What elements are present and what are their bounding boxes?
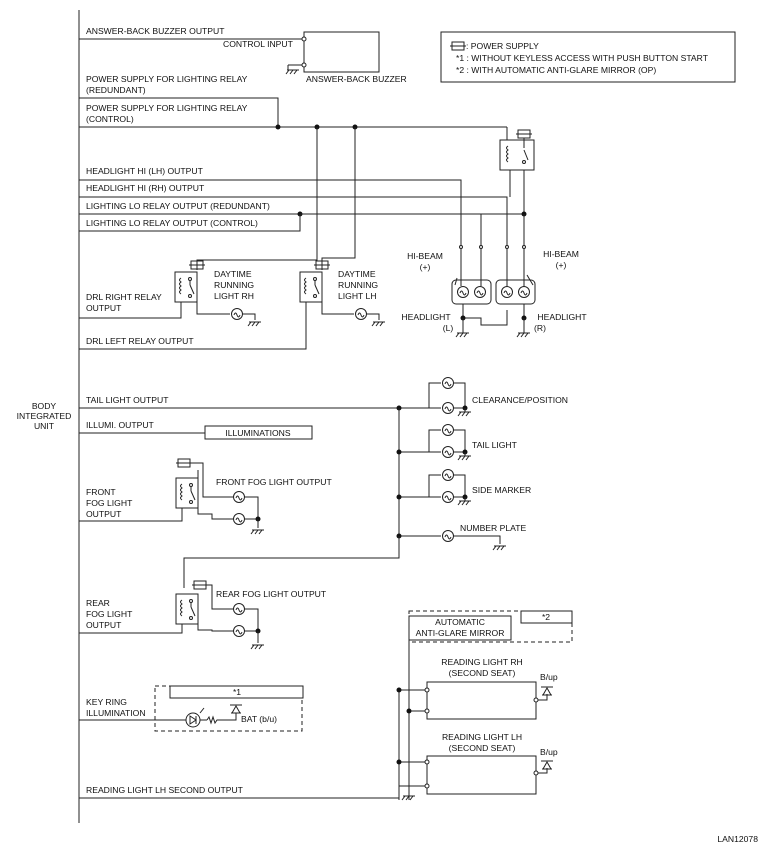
tail-lamps: [428, 424, 472, 461]
legend-note-2: *2 : WITH AUTOMATIC ANTI-GLARE MIRROR (O…: [456, 65, 656, 75]
hi-beam-left-label: HI-BEAM: [407, 251, 443, 261]
headlight-left-label: HEADLIGHT: [401, 312, 451, 322]
drl-lh-label-1: DAYTIME: [338, 269, 376, 279]
number-plate-lamp: [442, 530, 454, 542]
answer-back-buzzer-label: ANSWER-BACK BUZZER: [306, 74, 407, 84]
mirror-label-2: ANTI-GLARE MIRROR: [416, 628, 505, 638]
mirror-label-1: AUTOMATIC: [435, 617, 485, 627]
headlight-relay: [499, 139, 535, 171]
front-fog-label-2: FOG LIGHT: [86, 498, 133, 508]
reading-lh-output-label: READING LIGHT LH SECOND OUTPUT: [86, 785, 244, 795]
reading-lh-label-1: READING LIGHT LH: [442, 732, 522, 742]
tail-output-label: TAIL LIGHT OUTPUT: [86, 395, 169, 405]
drl-right-output-label-1: DRL RIGHT RELAY: [86, 292, 162, 302]
pwr-redundant-label-1: POWER SUPPLY FOR LIGHTING RELAY: [86, 74, 248, 84]
headlight-left-side: (L): [443, 323, 454, 333]
legend-note-1: *1 : WITHOUT KEYLESS ACCESS WITH PUSH BU…: [456, 53, 709, 63]
unit-label-1: BODY: [32, 401, 57, 411]
key-ring-label-1: KEY RING: [86, 697, 127, 707]
rear-fog-lamp: [233, 625, 245, 637]
hi-beam-left-plus: (+): [420, 262, 431, 272]
hi-beam-right-label: HI-BEAM: [543, 249, 579, 259]
rear-fog-label-2: FOG LIGHT: [86, 609, 133, 619]
key-ring-note: *1: [233, 687, 241, 697]
drl-left-output-label: DRL LEFT RELAY OUTPUT: [86, 336, 194, 346]
figure-id: LAN12078: [717, 834, 758, 844]
reading-light-lh-box: [426, 755, 537, 795]
resistor-icon: [206, 715, 223, 725]
hi-rh-output-label: HEADLIGHT HI (RH) OUTPUT: [86, 183, 205, 193]
headlight-right: [495, 279, 536, 305]
headlight-right-side: (R): [534, 323, 546, 333]
battery-icon: [229, 704, 243, 714]
answer-back-buzzer-box: [303, 31, 380, 73]
front-fog-relay: [175, 477, 199, 509]
drl-right-output-label-2: OUTPUT: [86, 303, 122, 313]
hi-beam-right-plus: (+): [556, 260, 567, 270]
answer-back-output-label: ANSWER-BACK BUZZER OUTPUT: [86, 26, 225, 36]
reading-lh-label-2: (SECOND SEAT): [449, 743, 516, 753]
front-fog-label-3: OUTPUT: [86, 509, 122, 519]
rear-fog-relay: [175, 593, 199, 625]
bup-icon: [540, 686, 554, 696]
tail-light-label: TAIL LIGHT: [472, 440, 518, 450]
clearance-label: CLEARANCE/POSITION: [472, 395, 568, 405]
side-marker-label: SIDE MARKER: [472, 485, 531, 495]
drl-rh-label-1: DAYTIME: [214, 269, 252, 279]
front-fog-lamp: [233, 513, 245, 525]
front-fog-label-1: FRONT: [86, 487, 116, 497]
reading-rh-label-2: (SECOND SEAT): [449, 668, 516, 678]
rear-fog-label-1: REAR: [86, 598, 110, 608]
number-plate-label: NUMBER PLATE: [460, 523, 526, 533]
mirror-box: [408, 615, 512, 641]
control-input-label: CONTROL INPUT: [223, 39, 294, 49]
drl-left-relay: [299, 271, 323, 303]
illumi-output-label: ILLUMI. OUTPUT: [86, 420, 155, 430]
drl-right-relay: [174, 271, 198, 303]
drl-lh-lamp: [355, 308, 367, 320]
reading-rh-bup: B/up: [540, 672, 558, 682]
front-fog-output-label: FRONT FOG LIGHT OUTPUT: [216, 477, 332, 487]
ground-icon: [516, 332, 531, 338]
ground-icon: [285, 69, 300, 75]
side-marker-lamps: [428, 469, 472, 506]
headlight-right-label: HEADLIGHT: [537, 312, 587, 322]
illuminations-box: [204, 425, 313, 440]
bat-label: BAT (b/u): [241, 714, 277, 724]
drl-lh-label-2: RUNNING: [338, 280, 378, 290]
drl-lh-label-3: LIGHT LH: [338, 291, 377, 301]
drl-rh-lamp: [231, 308, 243, 320]
reading-light-rh-box: [426, 681, 537, 720]
hi-lh-output-label: HEADLIGHT HI (LH) OUTPUT: [86, 166, 204, 176]
illuminations-label: ILLUMINATIONS: [225, 428, 291, 438]
unit-label-3: UNIT: [34, 421, 55, 431]
pwr-redundant-label-2: (REDUNDANT): [86, 85, 146, 95]
ground-icon: [455, 332, 470, 338]
power-supply-icon: [449, 41, 467, 51]
legend-box: [440, 31, 736, 83]
key-ring-label-2: ILLUMINATION: [86, 708, 146, 718]
unit-label-2: INTEGRATED: [17, 411, 72, 421]
mirror-note: *2: [542, 612, 550, 622]
lo-redundant-output-label: LIGHTING LO RELAY OUTPUT (REDUNDANT): [86, 201, 270, 211]
drl-rh-label-3: LIGHT RH: [214, 291, 254, 301]
bup-icon: [540, 760, 554, 770]
headlight-switches: [459, 238, 526, 262]
key-ring-led-icon: [185, 712, 201, 728]
front-fog-lamp: [233, 491, 245, 503]
lo-control-output-label: LIGHTING LO RELAY OUTPUT (CONTROL): [86, 218, 258, 228]
pwr-control-label-1: POWER SUPPLY FOR LIGHTING RELAY: [86, 103, 248, 113]
legend-power-supply: : POWER SUPPLY: [466, 41, 539, 51]
rear-fog-label-3: OUTPUT: [86, 620, 122, 630]
pwr-control-label-2: (CONTROL): [86, 114, 134, 124]
rear-fog-output-label: REAR FOG LIGHT OUTPUT: [216, 589, 327, 599]
headlight-relay-fuse: [515, 129, 533, 139]
reading-rh-label-1: READING LIGHT RH: [441, 657, 523, 667]
drl-rh-label-2: RUNNING: [214, 280, 254, 290]
reading-lh-bup: B/up: [540, 747, 558, 757]
clearance-lamps: [428, 377, 472, 417]
rear-fog-lamp: [233, 603, 245, 615]
